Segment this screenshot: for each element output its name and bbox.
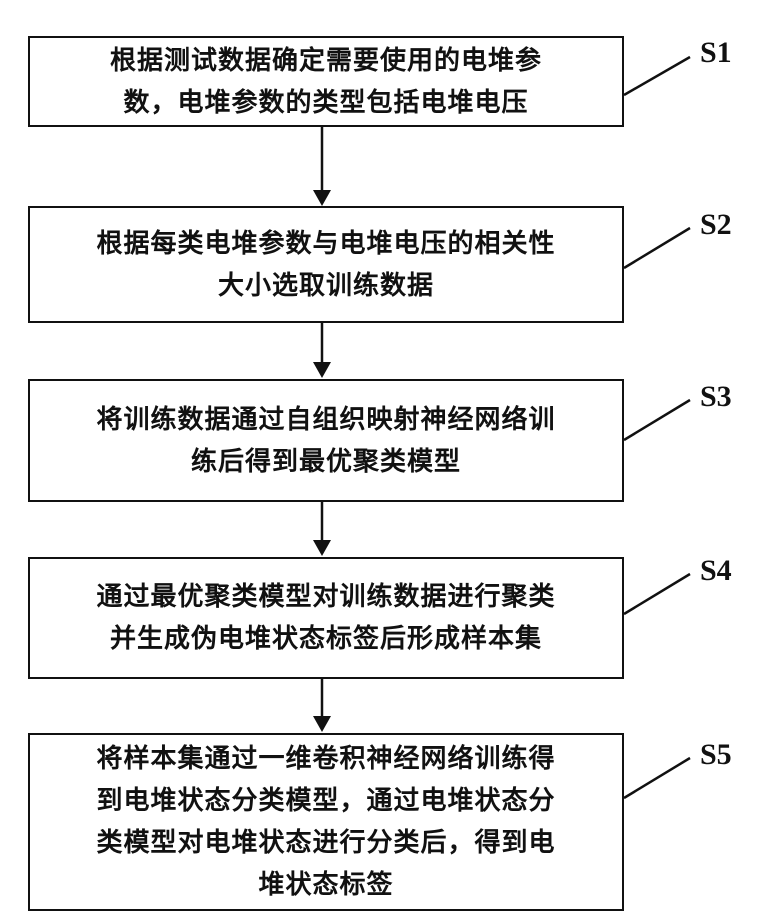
step-box-s3: 将训练数据通过自组织映射神经网络训 练后得到最优聚类模型 [28, 379, 624, 502]
arrowhead-s4-s5 [313, 716, 331, 732]
step-label-s1: S1 [700, 36, 732, 70]
leader-s1 [624, 57, 690, 95]
step-text-s5: 将样本集通过一维卷积神经网络训练得 到电堆状态分类模型，通过电堆状态分 类模型对… [82, 738, 569, 906]
step-label-s2: S2 [700, 208, 732, 242]
step-label-s3: S3 [700, 380, 732, 414]
step-box-s4: 通过最优聚类模型对训练数据进行聚类 并生成伪电堆状态标签后形成样本集 [28, 557, 624, 679]
step-text-s4: 通过最优聚类模型对训练数据进行聚类 并生成伪电堆状态标签后形成样本集 [82, 576, 569, 660]
leader-s3 [624, 400, 690, 440]
step-label-s4: S4 [700, 554, 732, 588]
arrowhead-s1-s2 [313, 190, 331, 206]
arrowhead-s2-s3 [313, 362, 331, 378]
step-box-s2: 根据每类电堆参数与电堆电压的相关性 大小选取训练数据 [28, 206, 624, 323]
arrowhead-s3-s4 [313, 540, 331, 556]
step-text-s3: 将训练数据通过自组织映射神经网络训 练后得到最优聚类模型 [82, 399, 569, 483]
step-box-s1: 根据测试数据确定需要使用的电堆参 数，电堆参数的类型包括电堆电压 [28, 36, 624, 127]
leader-s5 [624, 758, 690, 798]
step-text-s1: 根据测试数据确定需要使用的电堆参 数，电堆参数的类型包括电堆电压 [96, 40, 556, 124]
step-label-s5: S5 [700, 738, 732, 772]
leader-s2 [624, 228, 690, 268]
step-box-s5: 将样本集通过一维卷积神经网络训练得 到电堆状态分类模型，通过电堆状态分 类模型对… [28, 733, 624, 911]
step-text-s2: 根据每类电堆参数与电堆电压的相关性 大小选取训练数据 [82, 223, 569, 307]
leader-s4 [624, 574, 690, 614]
